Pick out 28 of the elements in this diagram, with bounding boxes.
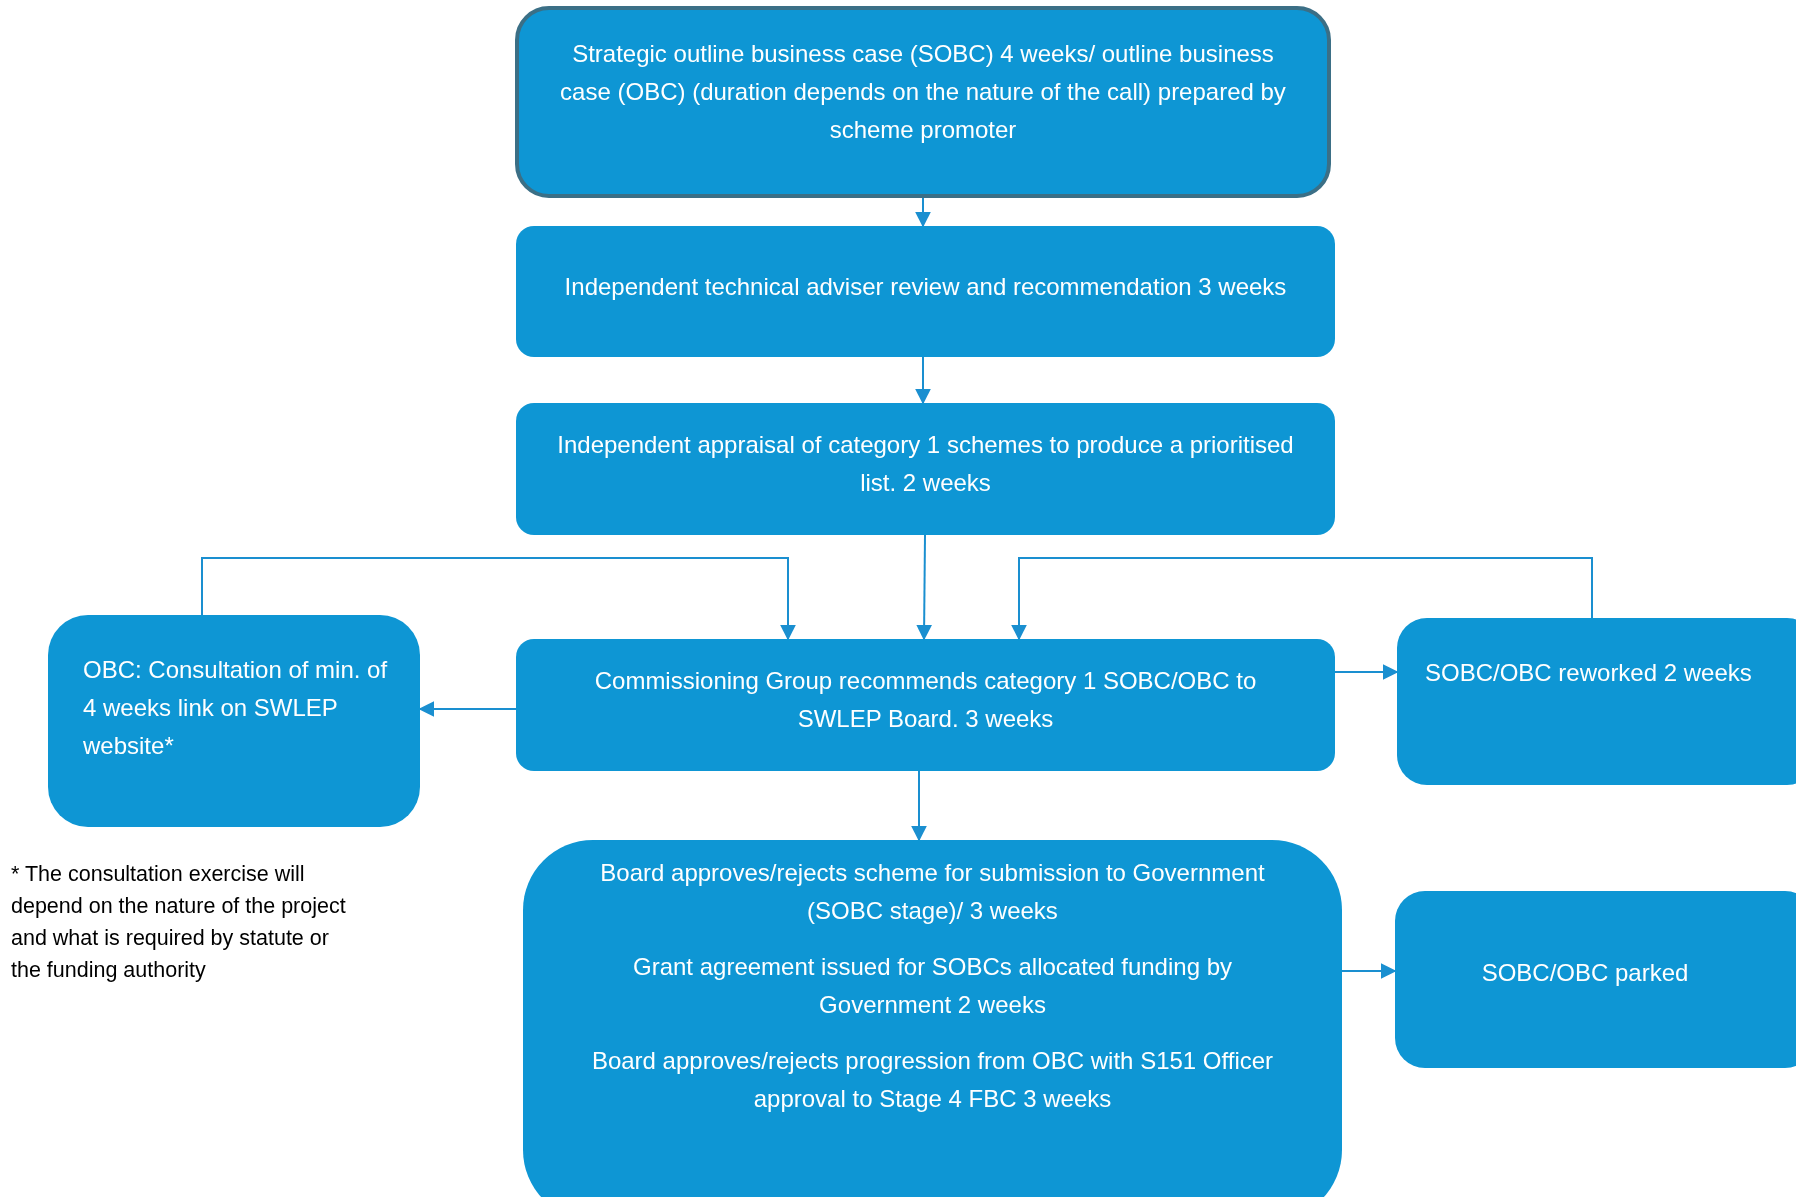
arrow [1341,963,1397,979]
step-text: Board approves/rejects scheme for submission to Government (SOBC stage)/ 3 weeks [599,858,1266,926]
process-box [1395,891,1796,1068]
step-text: Commissioning Group recommends category 1 SOBC/OBC to SWLEP Board. 3 weeks [593,666,1258,734]
step-text: SOBC/OBC parked [1481,957,1689,988]
step-text: SOBC/OBC reworked 2 weeks [1425,658,1752,688]
process-box [515,6,1331,198]
step-text: Board approves/rejects progression from OBC with S151 Officer approval to Stage 4 FBC 3 weeks [590,1046,1275,1114]
process-box [516,226,1335,357]
arrow [916,534,933,641]
step-text: Grant agreement issued for SOBCs allocated funding by Government 2 weeks [632,952,1233,1020]
process-box [523,840,1342,1197]
arrow [418,701,517,717]
step-text: Independent technical adviser review and recommendation 3 weeks [564,271,1287,302]
arrow [201,557,796,641]
step-text: Strategic outline business case (SOBC) 4 weeks/ outline business case (OBC) (duration depends on the nature of the call) prepared by scheme promoter [559,39,1287,145]
arrow [915,356,931,405]
arrow [1011,557,1593,641]
arrow [1334,664,1399,680]
footnote: * The consultation exercise will depend on the nature of the project and what is required by statute or the funding authority [11,861,347,984]
arrow [911,770,927,842]
process-box [516,403,1335,535]
arrow [915,197,931,228]
step-text: Independent appraisal of category 1 schemes to produce a prioritised list. 2 weeks [556,430,1295,498]
process-box [48,615,420,827]
process-box [1397,618,1796,785]
step-text: OBC: Consultation of min. of 4 weeks link on SWLEP website* [83,655,389,761]
process-box [516,639,1335,771]
